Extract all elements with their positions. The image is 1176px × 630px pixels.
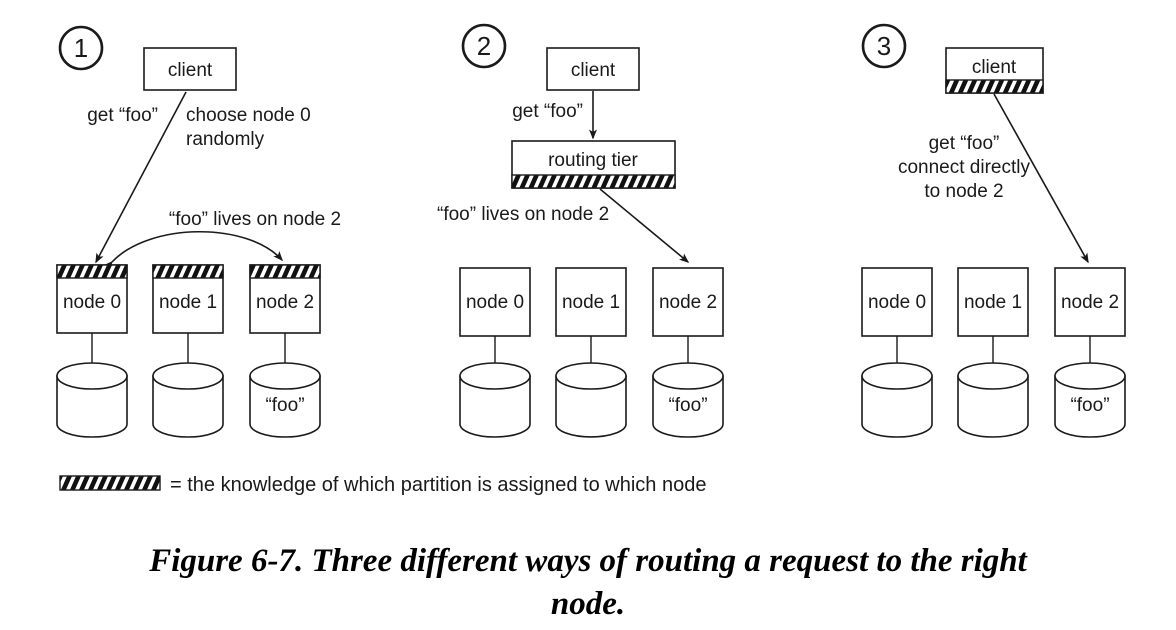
- panel-1-node-0-label: node 0: [63, 292, 121, 313]
- panel-3-node-2[interactable]: node 2 “foo”: [1054, 267, 1126, 438]
- panel-1-get-foo-label: get “foo”: [87, 105, 158, 126]
- panel-2-get-foo-label: get “foo”: [512, 101, 583, 122]
- panel-1-step-number: 1: [74, 33, 88, 63]
- panel-3-client-box[interactable]: client: [945, 47, 1044, 94]
- figure-caption: Figure 6-7. Three different ways of rout…: [148, 543, 1027, 622]
- panel-3: 3 client get “foo” connect directly to n…: [861, 23, 1126, 438]
- panel-1-node-2-database: “foo”: [249, 362, 321, 438]
- panel-1-node-1-database: [152, 362, 224, 438]
- panel-2-client-label: client: [571, 60, 616, 81]
- panel-1-node-2-label: node 2: [256, 292, 314, 313]
- panel-3-step-number: 3: [877, 31, 891, 61]
- panel-1-request-arrow: [95, 91, 187, 264]
- panel-3-client-label: client: [972, 57, 1017, 78]
- legend-label: = the knowledge of which partition is as…: [170, 474, 706, 496]
- panel-2-node-0-label: node 0: [466, 292, 524, 313]
- panel-3-node-1[interactable]: node 1: [957, 267, 1029, 438]
- panel-1-node-1-label: node 1: [159, 292, 217, 313]
- panel-1-client-label: client: [168, 60, 213, 81]
- panel-2-routing-tier[interactable]: routing tier: [511, 140, 676, 189]
- panel-3-step-badge: 3: [861, 23, 907, 69]
- panel-1-choose-node-line1: choose node 0: [186, 105, 311, 126]
- panel-2-node-0-database: [459, 362, 531, 438]
- panel-2-step-number: 2: [477, 31, 491, 61]
- panel-3-node-2-label: node 2: [1061, 292, 1119, 313]
- panel-3-connect-line1: connect directly: [898, 157, 1031, 178]
- panel-3-node-2-database: “foo”: [1054, 362, 1126, 438]
- panel-3-node-2-db-label: “foo”: [1070, 395, 1109, 416]
- panel-2-node-1[interactable]: node 1: [555, 267, 627, 438]
- panel-3-get-foo-label: get “foo”: [929, 133, 1000, 154]
- panel-2-client-box[interactable]: [546, 47, 640, 91]
- panel-2-node-1-label: node 1: [562, 292, 620, 313]
- caption-line-1: Figure 6-7. Three different ways of rout…: [148, 543, 1027, 579]
- panel-1: 1 client get “foo” choose node 0 randoml…: [56, 25, 341, 438]
- panel-3-node-1-database: [957, 362, 1029, 438]
- panel-2-routing-tier-label: routing tier: [548, 150, 638, 171]
- panel-3-direct-arrow: [993, 93, 1089, 264]
- panel-1-node-0[interactable]: node 0: [56, 264, 128, 438]
- panel-3-node-0-database: [861, 362, 933, 438]
- panel-3-node-1-label: node 1: [964, 292, 1022, 313]
- panel-1-client-box[interactable]: [143, 47, 237, 91]
- panel-1-node-0-hatch-band: [56, 264, 128, 279]
- panel-2-router-to-node-arrow: [599, 188, 690, 263]
- panel-3-connect-line2: to node 2: [924, 181, 1003, 202]
- panel-2-node-2-db-label: “foo”: [668, 395, 707, 416]
- panel-1-node-2-hatch-band: [249, 264, 321, 279]
- panel-1-node-1[interactable]: node 1: [152, 264, 224, 438]
- panel-2-step-badge: 2: [461, 23, 507, 69]
- panel-1-node-2-db-label: “foo”: [265, 395, 304, 416]
- panel-3-client-hatch-band: [945, 79, 1044, 94]
- panel-1-node-2[interactable]: node 2 “foo”: [249, 264, 321, 438]
- panel-1-node-0-database: [56, 362, 128, 438]
- panel-1-foo-lives-label: “foo” lives on node 2: [169, 209, 341, 230]
- panel-1-node-1-hatch-band: [152, 264, 224, 279]
- panel-3-node-0-label: node 0: [868, 292, 926, 313]
- panel-2-foo-lives-label: “foo” lives on node 2: [437, 204, 609, 225]
- panel-1-step-badge: 1: [58, 25, 104, 71]
- caption-line-2: node.: [551, 586, 625, 622]
- panel-2-routing-tier-hatch-band: [511, 174, 676, 189]
- panel-2-node-2[interactable]: node 2 “foo”: [652, 267, 724, 438]
- legend-hatch-swatch-icon: [59, 475, 161, 491]
- panel-2: 2 client get “foo” routing tier “foo” li…: [437, 23, 724, 438]
- panel-1-choose-node-line2: randomly: [186, 129, 265, 150]
- panel-2-node-2-database: “foo”: [652, 362, 724, 438]
- panel-2-node-0[interactable]: node 0: [459, 267, 531, 438]
- panel-3-node-0[interactable]: node 0: [861, 267, 933, 438]
- panel-2-node-2-label: node 2: [659, 292, 717, 313]
- panel-2-node-1-database: [555, 362, 627, 438]
- panel-1-redirect-arrow: [103, 231, 284, 271]
- legend: = the knowledge of which partition is as…: [59, 474, 706, 496]
